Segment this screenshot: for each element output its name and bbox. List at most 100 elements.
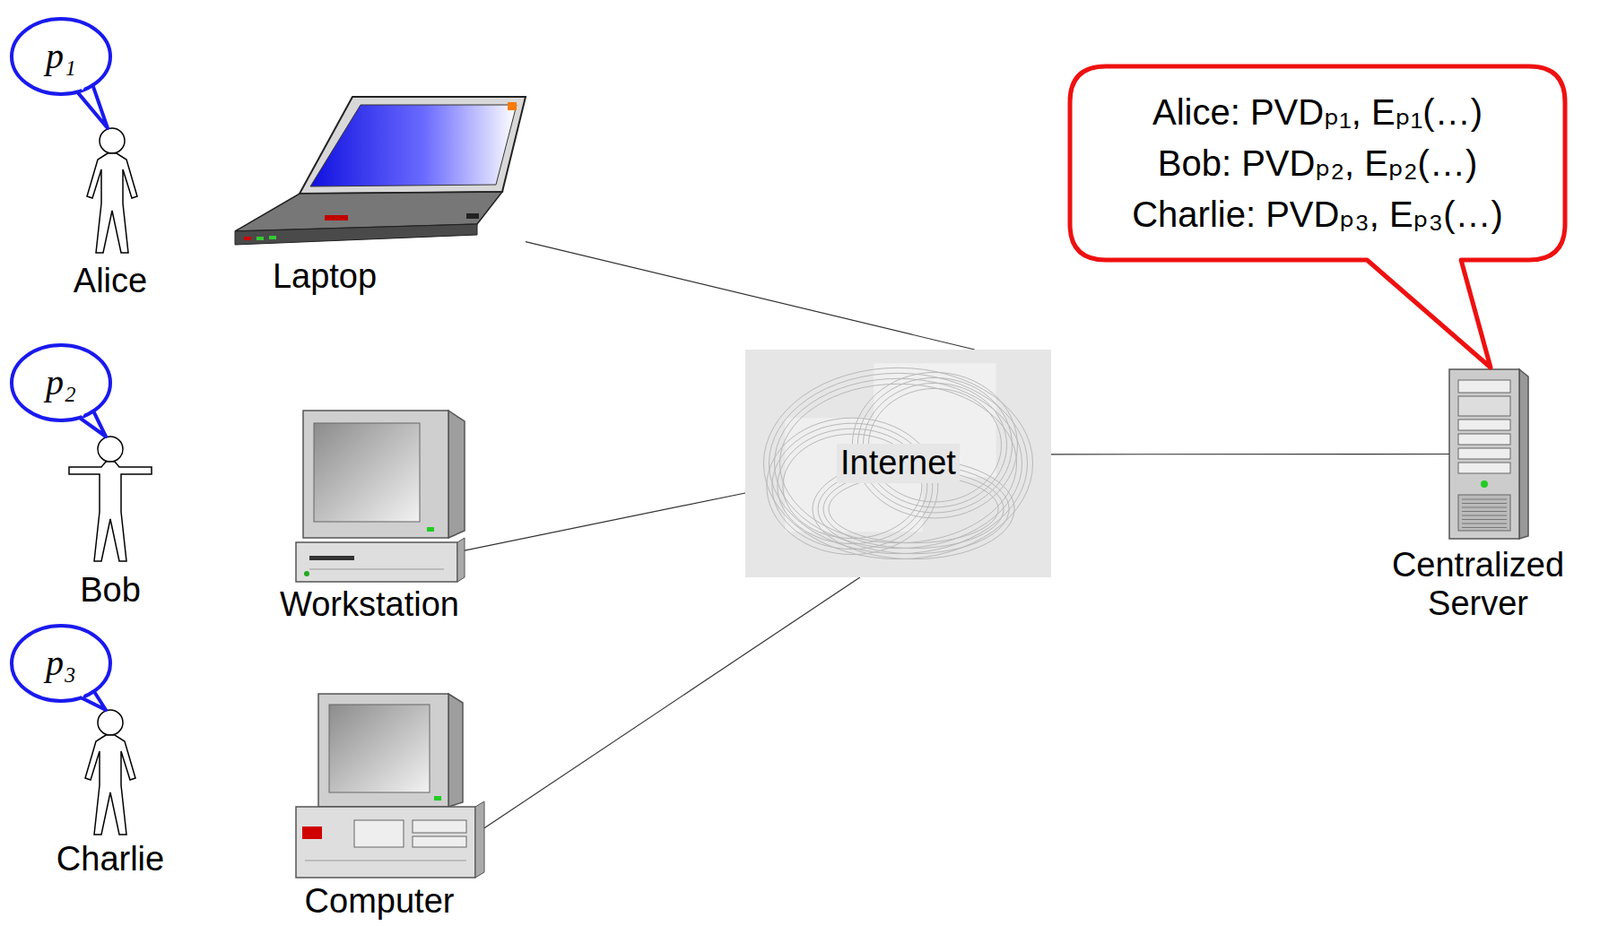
laptop-drawing-part: [299, 96, 526, 194]
device-label: Laptop: [208, 257, 442, 296]
callout-outline: [1069, 66, 1566, 368]
callout-text: Alice: PVDₚ₁, Eₚ₁(…): [1152, 86, 1483, 139]
device-label: Centralized Server: [1374, 546, 1582, 623]
computer-drawing-part: [302, 826, 322, 840]
server-drawing-part: [1519, 369, 1529, 540]
server-drawing-part-part: [1461, 523, 1507, 525]
person-figure: [86, 128, 138, 253]
callout-text: Bob: PVDₚ₂, Eₚ₂(…): [1157, 138, 1479, 190]
laptop-drawing-part: [234, 224, 478, 245]
cloud-texture: [773, 378, 1022, 548]
person-label: Alice: [73, 261, 148, 301]
cloud-texture: [768, 373, 1027, 554]
bubble-joint: [74, 78, 88, 91]
computer-drawing: [295, 694, 485, 879]
server-drawing-part: [1458, 419, 1511, 431]
bubble-body: [11, 626, 111, 702]
bubble-joint: [74, 686, 88, 698]
server-drawing-part-part: [1461, 527, 1507, 529]
laptop-drawing-part: [507, 102, 517, 111]
server-drawing-part: [1449, 369, 1520, 540]
bubble-body: [11, 18, 111, 95]
laptop-drawing-part: [310, 104, 517, 187]
cloud-texture: [779, 383, 1017, 543]
computer-drawing-part: [412, 836, 467, 848]
speech-bubble: p₁: [11, 18, 111, 95]
bubble-text: p₂: [45, 362, 77, 404]
server-drawing: [1449, 369, 1529, 540]
computer-drawing-part: [329, 704, 430, 793]
callout-text: Charlie: PVDₚ₃, Eₚ₃(…): [1131, 189, 1504, 241]
server-drawing-part: [1458, 448, 1511, 460]
server-drawing-part: [1480, 480, 1488, 488]
person-figure-part: [86, 153, 138, 253]
node-content: p₁: [11, 18, 111, 95]
person-figure-part: [97, 436, 123, 462]
bubble-text: p₃: [45, 643, 77, 685]
laptop-drawing: [234, 96, 526, 245]
device-label: Workstation: [234, 585, 505, 625]
computer-drawing-part: [354, 820, 404, 848]
computer-icon: Computer: [295, 694, 485, 879]
person-figure-part: [69, 461, 152, 562]
laptop-drawing-part: [256, 236, 264, 241]
person-figure: [85, 710, 136, 835]
computer-drawing-part: [475, 801, 485, 879]
server-drawing-part-part: [1461, 499, 1507, 501]
laptop-drawing-part: [466, 213, 479, 219]
workstation-icon: Workstation: [295, 408, 465, 583]
speech-bubble: p₂: [11, 345, 111, 421]
server-drawing-part: [1458, 434, 1511, 445]
cloud-texture: [828, 475, 999, 544]
server-drawing-part-part: [1461, 507, 1507, 509]
server-drawing-part: [1458, 396, 1511, 417]
server-drawing-part: [1458, 495, 1511, 531]
person-label: Charlie: [56, 840, 165, 879]
network-link: [484, 577, 861, 829]
person-figure: [69, 436, 152, 562]
network-link: [1051, 453, 1450, 456]
server-drawing-part-part: [1461, 515, 1507, 517]
computer-drawing-part: [412, 820, 467, 834]
computer-drawing-part: [295, 807, 476, 879]
callout-box: Alice: PVDₚ₁, Eₚ₁(…)Bob: PVDₚ₂, Eₚ₂(…)Ch…: [1069, 66, 1566, 261]
server-drawing-part: [1458, 462, 1511, 474]
node-content: Internet: [745, 349, 1052, 578]
workstation-drawing-part: [309, 556, 355, 561]
computer-drawing-part: [304, 860, 467, 862]
workstation-drawing-part: [295, 542, 458, 583]
speech-bubble: p₃: [11, 626, 111, 702]
person-figure-part: [85, 735, 136, 835]
network-link: [525, 242, 975, 350]
workstation-drawing-part: [457, 538, 465, 583]
workstation-drawing-part: [448, 410, 465, 539]
bubble-joint: [74, 405, 88, 418]
laptop-drawing-part: [269, 235, 277, 240]
server-icon: Centralized Server: [1449, 369, 1529, 540]
node-content: Alice: PVDₚ₁, Eₚ₁(…)Bob: PVDₚ₂, Eₚ₂(…)Ch…: [1069, 66, 1566, 261]
device-label: Computer: [244, 882, 514, 922]
node-content: p₃: [11, 626, 111, 702]
server-drawing-part: [1461, 499, 1507, 529]
server-drawing-part-part: [1461, 519, 1507, 521]
workstation-drawing-part: [303, 410, 449, 539]
workstation-drawing-part: [426, 527, 435, 532]
cloud-texture: [763, 367, 1033, 559]
person-label: Bob: [79, 571, 141, 610]
bubble-body: [11, 345, 111, 421]
workstation-drawing-part: [309, 569, 444, 571]
server-drawing-part-part: [1461, 503, 1507, 505]
cloud-ground: [745, 349, 1052, 578]
computer-drawing-part: [318, 694, 449, 808]
bubble-text: p₁: [45, 35, 77, 78]
network-link: [464, 493, 746, 551]
person-figure-part: [99, 128, 125, 154]
server-drawing-part-part: [1461, 511, 1507, 513]
computer-drawing-part: [434, 796, 442, 801]
node-content: p₂: [11, 345, 111, 421]
laptop-icon: Laptop: [234, 96, 526, 245]
workstation-drawing-part: [313, 423, 420, 522]
cloud-label: Internet: [836, 443, 960, 484]
workstation-drawing: [295, 410, 465, 583]
